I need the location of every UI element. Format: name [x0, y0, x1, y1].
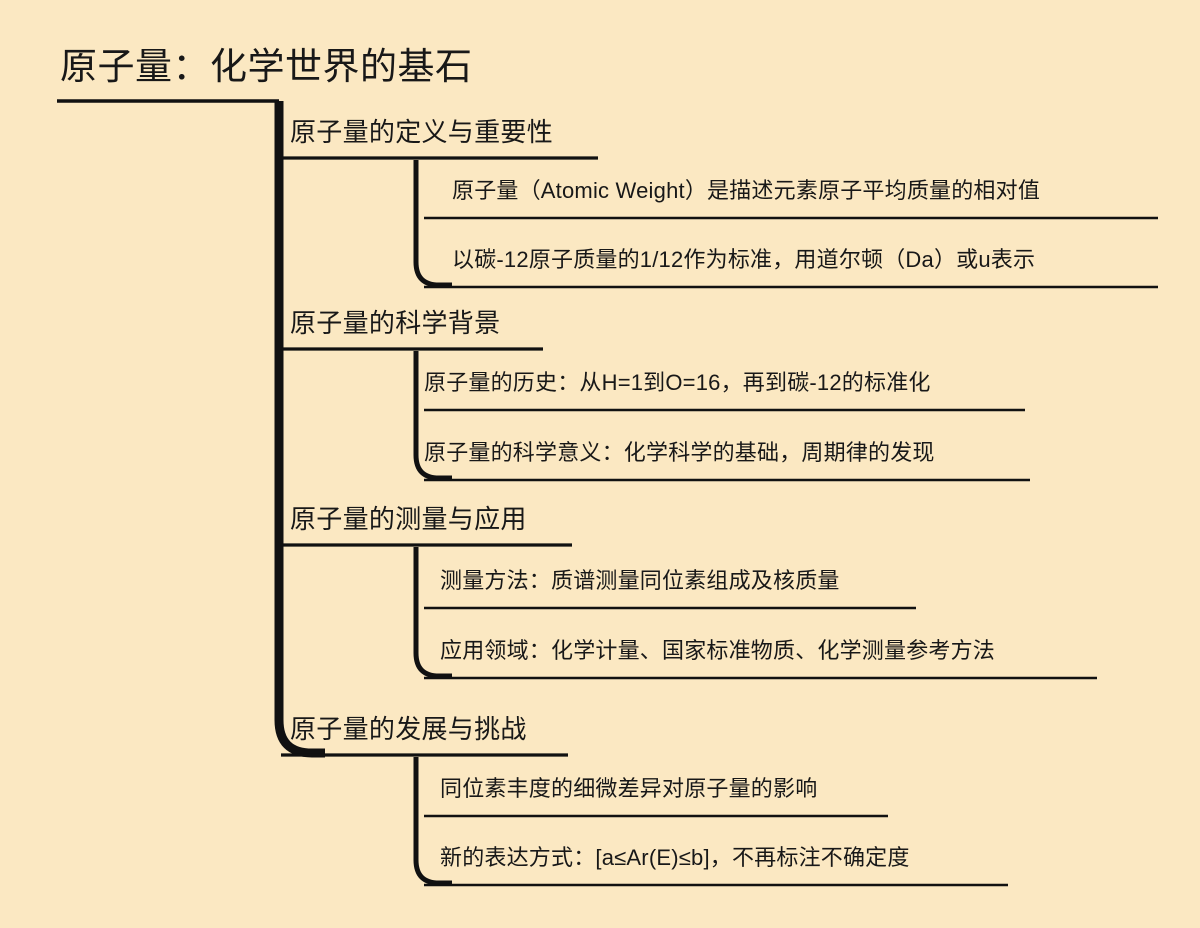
root-node-label[interactable]: 原子量：化学世界的基石: [60, 46, 473, 87]
branch-node-3-label[interactable]: 原子量的测量与应用: [290, 504, 527, 534]
leaf-node-3-1-label[interactable]: 测量方法：质谱测量同位素组成及核质量: [440, 568, 840, 593]
branch-node-2-label[interactable]: 原子量的科学背景: [290, 308, 501, 338]
leaf-node-2-1-label[interactable]: 原子量的历史：从H=1到O=16，再到碳-12的标准化: [424, 370, 931, 395]
branch-1-stem: [413, 160, 452, 288]
leaf-node-4-1-label[interactable]: 同位素丰度的细微差异对原子量的影响: [440, 776, 818, 801]
branch-node-4-label[interactable]: 原子量的发展与挑战: [290, 714, 527, 744]
branch-node-1-label[interactable]: 原子量的定义与重要性: [290, 117, 554, 147]
leaf-node-1-2-label[interactable]: 以碳-12原子质量的1/12作为标准，用道尔顿（Da）或u表示: [452, 247, 1036, 272]
leaf-node-4-2-label[interactable]: 新的表达方式：[a≤Ar(E)≤b]，不再标注不确定度: [440, 845, 910, 870]
leaf-node-1-1-label[interactable]: 原子量（Atomic Weight）是描述元素原子平均质量的相对值: [452, 178, 1041, 203]
leaf-node-2-2-label[interactable]: 原子量的科学意义：化学科学的基础，周期律的发现: [424, 440, 935, 465]
leaf-node-3-2-label[interactable]: 应用领域：化学计量、国家标准物质、化学测量参考方法: [440, 638, 996, 663]
main-trunk: [274, 101, 325, 758]
